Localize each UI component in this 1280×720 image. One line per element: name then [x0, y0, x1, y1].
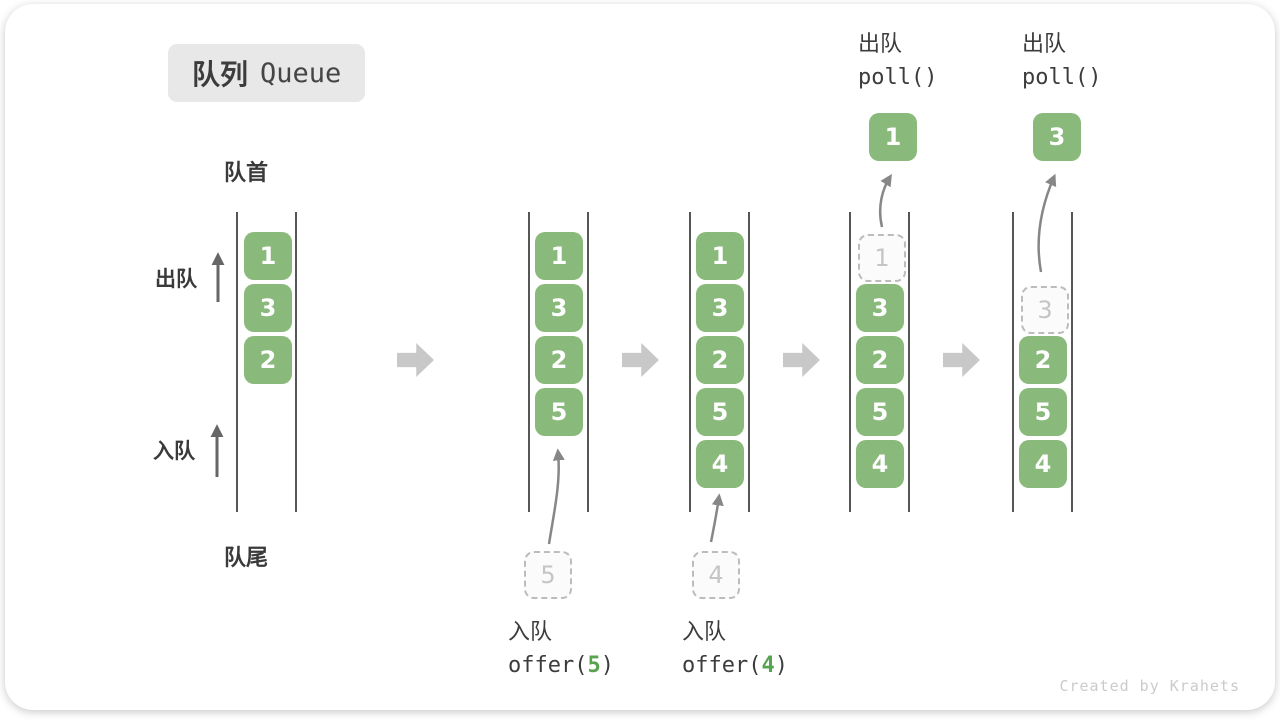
offer-arg: 5	[587, 653, 601, 678]
queue-cell: 4	[696, 440, 744, 488]
label-enqueue-side: 入队	[153, 439, 195, 463]
queue-cell: 2	[1019, 336, 1067, 384]
offer-op-code: offer(4)	[682, 653, 788, 678]
queue-cell: 3	[696, 284, 744, 332]
queue-column-1	[236, 212, 297, 512]
queue-cell: 3	[535, 284, 583, 332]
queue-cell: 4	[856, 440, 904, 488]
queue-cell: 4	[1019, 440, 1067, 488]
watermark: Created by Krahets	[1059, 677, 1240, 695]
queue-column-3	[689, 212, 750, 512]
poll-op-zh: 出队	[858, 32, 903, 57]
polled-value-box: 1	[869, 113, 917, 161]
label-dequeue-side: 出队	[155, 267, 197, 291]
queue-cell: 2	[696, 336, 744, 384]
title-badge: 队列 Queue	[168, 44, 366, 102]
offer-op-label-2: 入队 offer(4)	[682, 618, 788, 681]
queue-cell: 1	[244, 232, 292, 280]
queue-column-2	[528, 212, 589, 512]
polled-value-box: 3	[1033, 113, 1081, 161]
poll-op-label-2: 出队 poll()	[1022, 30, 1101, 93]
title-zh: 队列	[192, 58, 249, 91]
poll-op-label-1: 出队 poll()	[858, 30, 937, 93]
queue-cell: 3	[856, 284, 904, 332]
queue-cell: 2	[535, 336, 583, 384]
poll-op-zh: 出队	[1022, 32, 1067, 57]
queue-cell: 3	[244, 284, 292, 332]
label-queue-rear: 队尾	[224, 546, 269, 571]
title-en: Queue	[260, 57, 342, 89]
queue-cell: 5	[1019, 388, 1067, 436]
offer-op-zh: 入队	[508, 620, 553, 645]
incoming-value-box: 5	[524, 551, 572, 599]
queue-cell: 5	[856, 388, 904, 436]
queue-column-4	[849, 212, 910, 512]
offer-op-label-1: 入队 offer(5)	[508, 618, 614, 681]
incoming-value-box: 4	[692, 551, 740, 599]
queue-cell: 5	[696, 388, 744, 436]
queue-cell: 5	[535, 388, 583, 436]
queue-cell: 2	[244, 336, 292, 384]
offer-op-code: offer(5)	[508, 653, 614, 678]
queue-cell: 1	[535, 232, 583, 280]
label-queue-front: 队首	[224, 161, 269, 186]
poll-op-code: poll()	[1022, 65, 1102, 90]
poll-op-code: poll()	[858, 65, 938, 90]
queue-column-5	[1012, 212, 1073, 512]
offer-op-zh: 入队	[682, 620, 727, 645]
removed-value-box: 1	[858, 234, 906, 282]
removed-value-box: 3	[1021, 286, 1069, 334]
queue-cell: 1	[696, 232, 744, 280]
queue-cell: 2	[856, 336, 904, 384]
offer-arg: 4	[761, 653, 775, 678]
